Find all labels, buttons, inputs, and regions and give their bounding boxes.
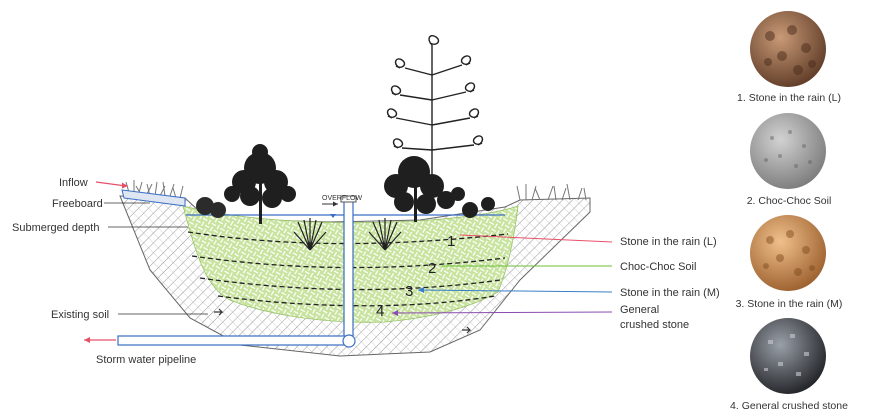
label-crushed-line2: crushed stone xyxy=(620,319,689,331)
grass-plant-left xyxy=(293,218,327,251)
material-caption-3: 3. Stone in the rain (M) xyxy=(736,298,843,310)
sapling xyxy=(386,35,484,178)
overflow-label: OVERFLOW xyxy=(322,195,362,202)
material-swatch-4 xyxy=(750,318,826,394)
inflow-channel xyxy=(121,189,186,207)
layer-number-2: 2 xyxy=(428,260,436,277)
existing-soil-label: Existing soil xyxy=(51,309,109,321)
leader-stone-m-arrow xyxy=(418,287,424,293)
leader-stone-l xyxy=(459,234,613,243)
submerged-depth-label: Submerged depth xyxy=(12,222,99,234)
leader-crushed-arrow xyxy=(392,310,398,316)
pipe-arrow-icon xyxy=(84,337,90,343)
grass-right xyxy=(516,183,587,201)
inflow-arrow-line xyxy=(95,181,127,187)
layer-number-1: 1 xyxy=(447,233,455,250)
layer-number-4: 4 xyxy=(376,303,384,320)
layer-line-4 xyxy=(217,295,496,307)
tree-left xyxy=(224,144,296,224)
storm-pipe xyxy=(117,334,356,348)
freeboard-label: Freeboard xyxy=(52,198,103,210)
material-swatch-3 xyxy=(750,215,826,291)
label-stone-m: Stone in the rain (M) xyxy=(620,287,720,299)
soil-arrow-left xyxy=(214,308,224,316)
tree-right xyxy=(384,156,495,222)
grass-left xyxy=(125,180,184,199)
storm-pipe-label: Storm water pipeline xyxy=(96,354,196,366)
label-stone-l: Stone in the rain (L) xyxy=(620,236,717,248)
grass-plant-right xyxy=(368,218,402,251)
material-swatch-1 xyxy=(750,11,826,87)
layer-line-1 xyxy=(187,231,509,245)
material-caption-4: 4. General crushed stone xyxy=(730,400,848,412)
label-crushed-line1: General xyxy=(620,304,659,316)
layer-number-3: 3 xyxy=(405,283,413,300)
shrub-left xyxy=(196,197,226,218)
leader-stone-m xyxy=(417,289,613,293)
material-swatch-2 xyxy=(750,113,826,189)
soil-arrow-right xyxy=(462,326,472,334)
label-choc-soil: Choc-Choc Soil xyxy=(620,261,696,273)
material-caption-2: 2. Choc-Choc Soil xyxy=(747,195,832,207)
inflow-arrow-icon xyxy=(122,182,128,189)
overflow-arrow-icon xyxy=(333,201,338,207)
inflow-label: Inflow xyxy=(59,177,88,189)
material-caption-1: 1. Stone in the rain (L) xyxy=(737,92,841,104)
leader-crushed xyxy=(391,311,613,314)
